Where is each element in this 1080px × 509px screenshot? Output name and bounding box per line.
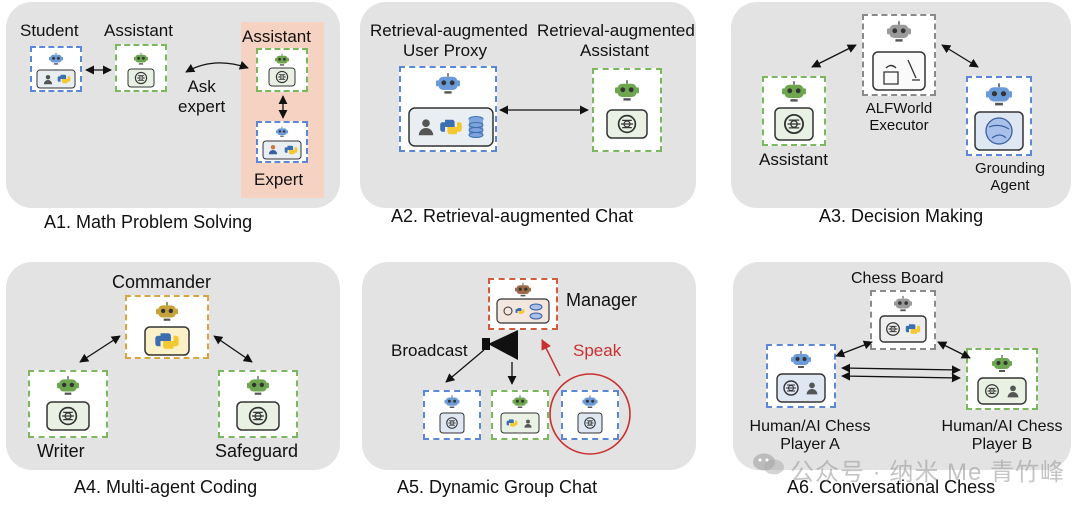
a3-assistant-label: Assistant [759,150,828,169]
a3-assistant-box [762,76,826,146]
a5-manager-box [488,278,558,330]
a6-player-a-label: Human/AI Chess Player A [749,418,871,454]
panel-a4 [6,262,340,470]
caption-a4: A4. Multi-agent Coding [74,477,258,497]
a5-manager-label: Manager [566,290,638,310]
a6-board-label: Chess Board [851,270,944,287]
a5-broadcast-label: Broadcast [391,341,468,360]
a6-player-b-label: Human/AI Chess Player B [941,418,1063,454]
a3-executor-label: ALFWorld Executor [865,100,933,135]
a4-safeguard-box [218,370,298,438]
a1-assistant2-label: Assistant [242,27,311,46]
a5-agent2-box [491,390,549,440]
a3-grounding-label: Grounding Agent [974,160,1046,195]
watermark: 公众号 · 纳米 Me 青竹峰 [790,459,1066,486]
a4-writer-box [28,370,108,438]
a6-player-b-box [966,348,1038,410]
caption-a6: A6. Conversational Chess [787,477,996,497]
a5-speak-label: Speak [573,341,622,360]
a1-assistant-label: Assistant [104,21,173,40]
a4-commander-label: Commander [112,272,212,292]
a3-grounding-box [966,76,1032,156]
a2-proxy-label: Retrieval-augmented User Proxy [370,21,528,60]
a4-commander-box [125,295,209,359]
a4-writer-label: Writer [37,441,85,461]
a5-agent1-box [423,390,481,440]
a1-ask-expert-label: Ask expert [178,77,226,116]
a1-expert-label: Expert [254,170,304,189]
a1-assistant-box [115,44,167,92]
wechat-icon [752,452,786,476]
a4-safeguard-label: Safeguard [215,441,299,461]
caption-a5: A5. Dynamic Group Chat [397,477,598,497]
a1-student-box [30,46,82,92]
caption-a1: A1. Math Problem Solving [44,212,253,232]
a3-executor-box [862,14,936,96]
a5-agent3-box [561,390,619,440]
caption-a3: A3. Decision Making [819,206,984,226]
a1-assistant2-box [256,48,308,92]
a2-assistant-label: Retrieval-augmented Assistant [537,21,695,60]
a6-board-box [870,290,936,350]
caption-a2: A2. Retrieval-augmented Chat [391,206,634,226]
a6-player-a-box [766,344,836,408]
a2-assistant-box [592,68,662,152]
a1-student-label: Student [20,21,79,40]
a2-proxy-box [399,66,497,152]
a1-expert-box [256,121,308,163]
